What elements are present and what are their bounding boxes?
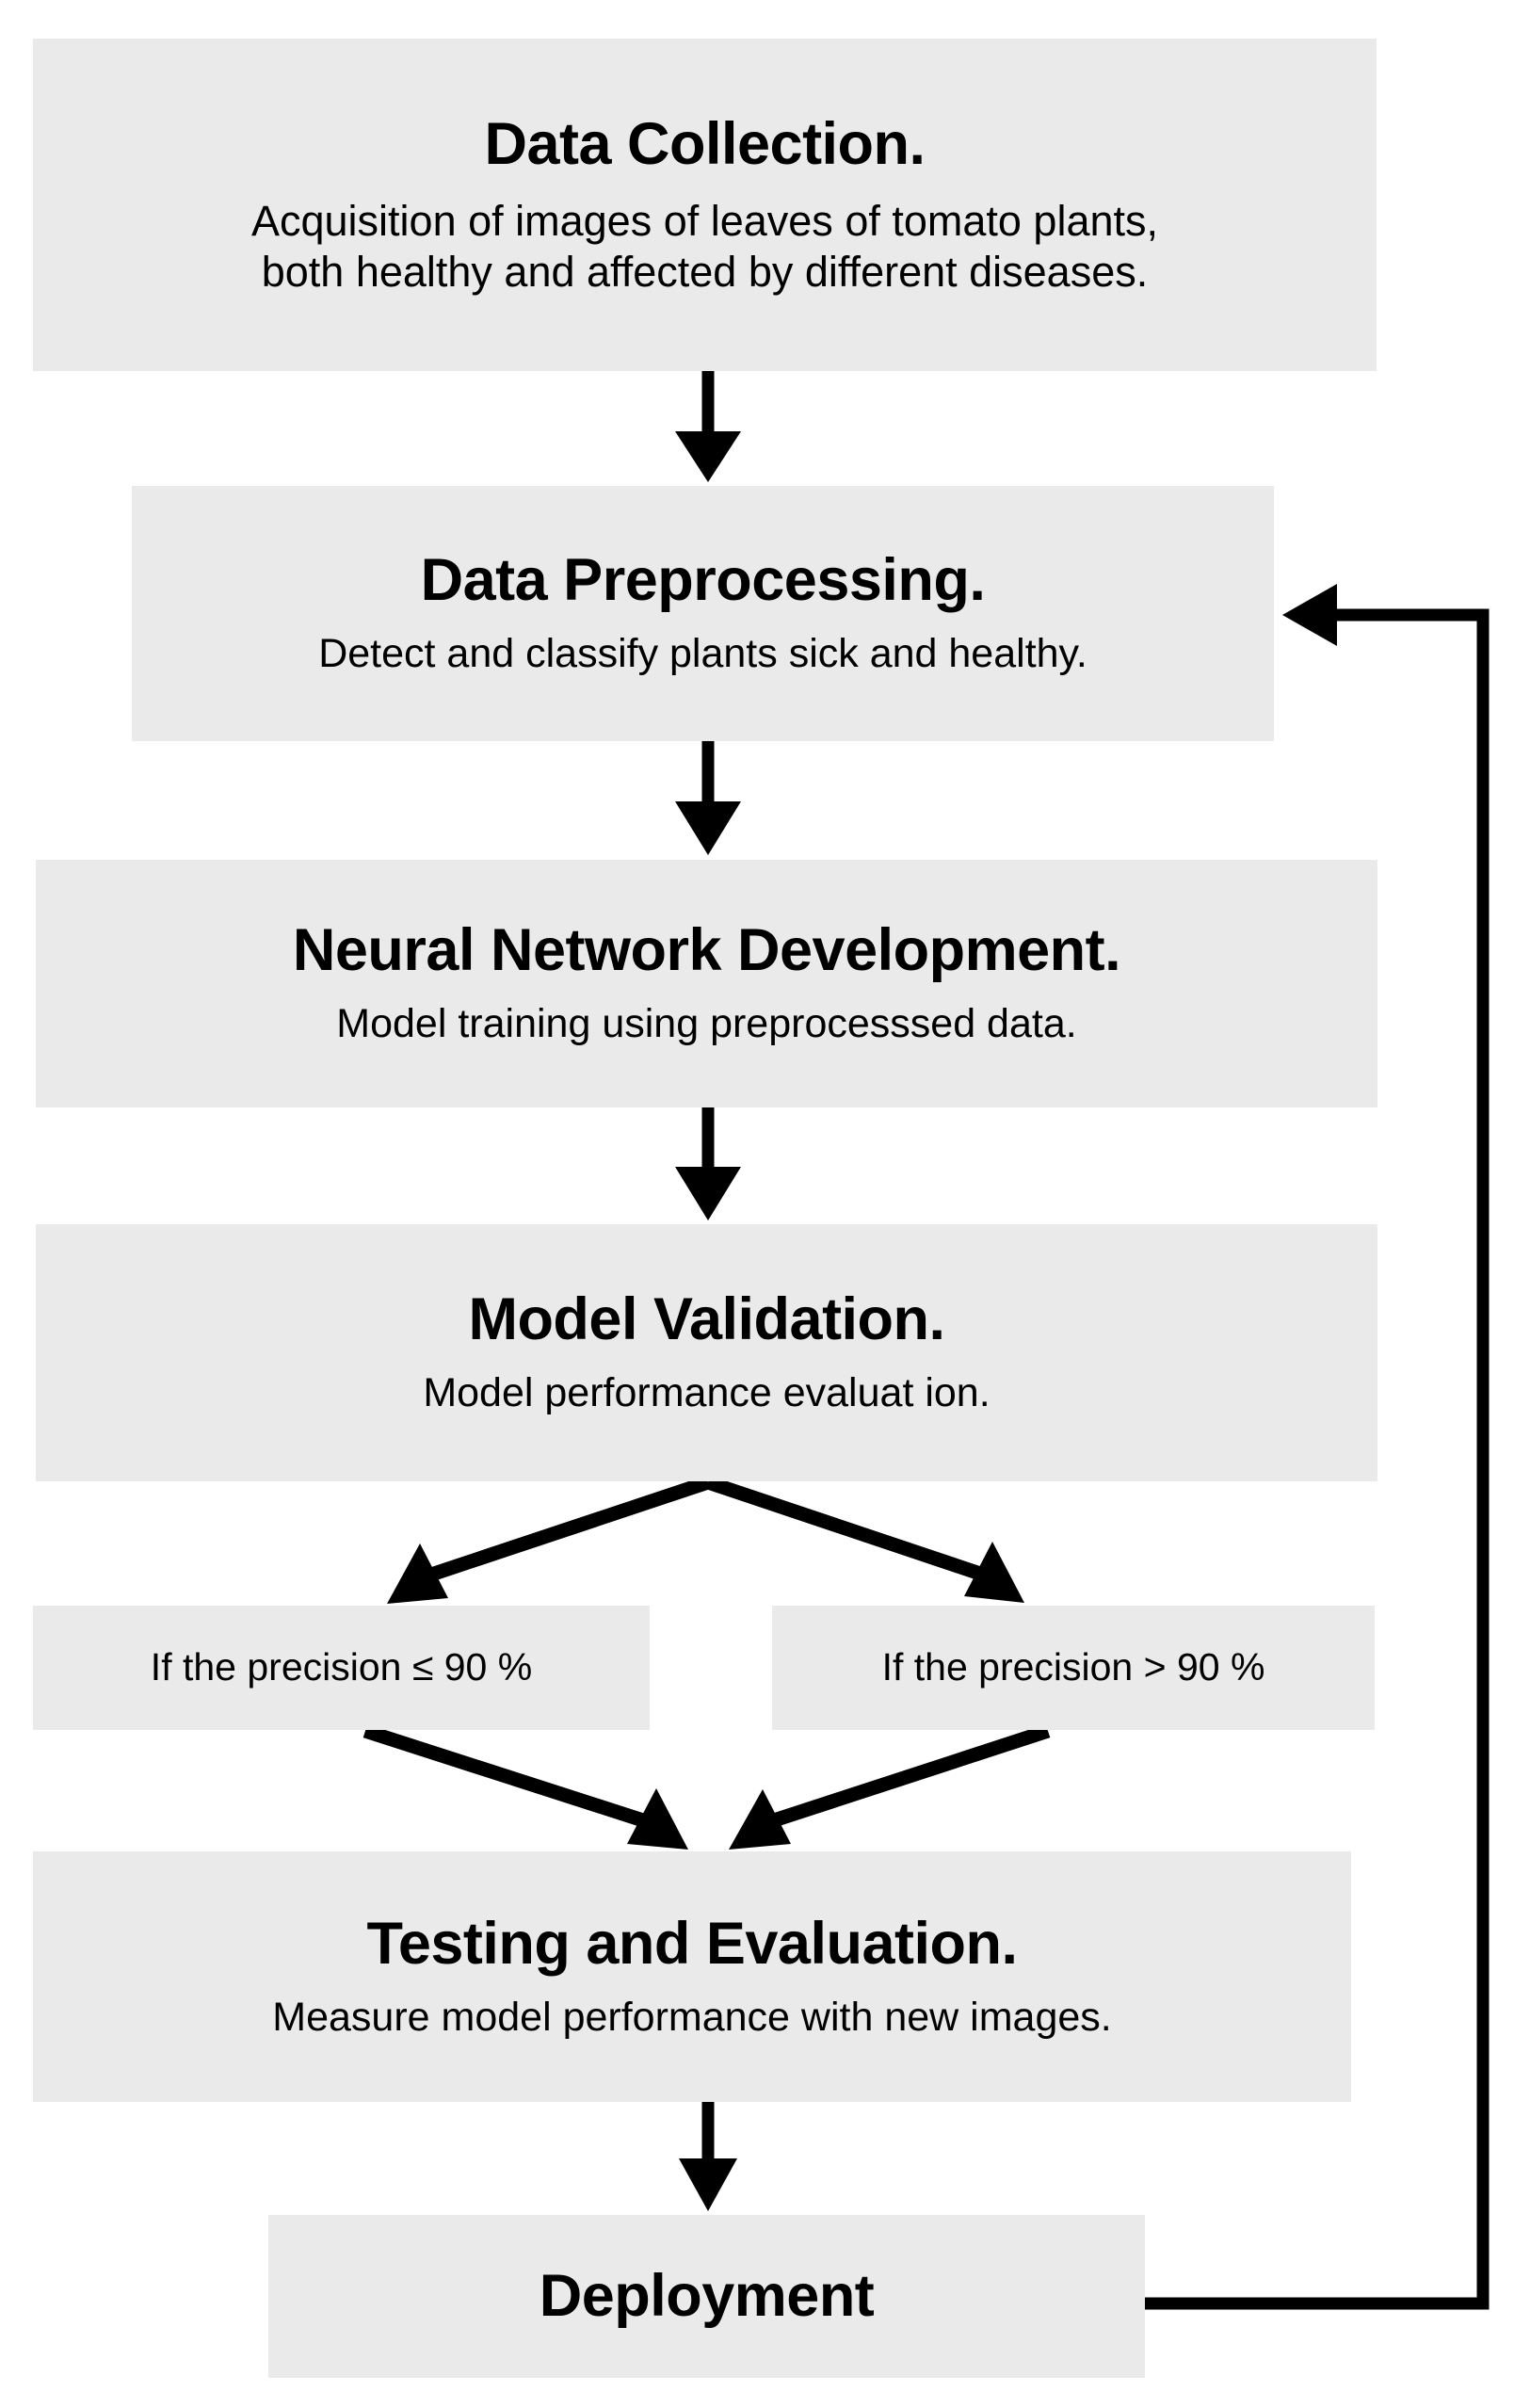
node-condition-precision-high[interactable]: If the precision > 90 %: [772, 1606, 1375, 1730]
node-model-validation[interactable]: Model Validation. Model performance eval…: [36, 1224, 1377, 1481]
edge-nn-development-to-model-validation: [675, 1107, 741, 1220]
node-condition-precision-high-label: If the precision > 90 %: [881, 1645, 1265, 1689]
node-testing-and-evaluation-subtitle: Measure model performance with new image…: [272, 1994, 1112, 2040]
edge-testing-to-deployment: [679, 2102, 737, 2211]
node-condition-precision-low-label: If the precision ≤ 90 %: [150, 1645, 533, 1689]
node-neural-network-development-title: Neural Network Development.: [292, 917, 1121, 984]
node-deployment[interactable]: Deployment: [268, 2215, 1145, 2378]
node-data-preprocessing-subtitle: Detect and classify plants sick and heal…: [318, 631, 1087, 677]
node-data-collection-title: Data Collection.: [484, 111, 926, 178]
node-data-preprocessing-title: Data Preprocessing.: [420, 547, 986, 614]
node-testing-and-evaluation-title: Testing and Evaluation.: [366, 1910, 1018, 1977]
node-data-preprocessing[interactable]: Data Preprocessing. Detect and classify …: [132, 486, 1274, 741]
node-neural-network-development[interactable]: Neural Network Development. Model traini…: [36, 860, 1377, 1107]
edge-model-validation-to-condition-low: [387, 1475, 711, 1604]
node-data-collection[interactable]: Data Collection. Acquisition of images o…: [33, 39, 1377, 371]
edge-condition-low-to-testing: [362, 1723, 688, 1850]
edge-data-collection-to-preprocessing: [675, 371, 741, 482]
edge-condition-high-to-testing: [729, 1723, 1051, 1850]
node-condition-precision-low[interactable]: If the precision ≤ 90 %: [33, 1606, 650, 1730]
node-model-validation-title: Model Validation.: [468, 1286, 945, 1353]
node-deployment-title: Deployment: [539, 2263, 875, 2330]
node-data-collection-subtitle-line1: Acquisition of images of leaves of tomat…: [250, 197, 1159, 246]
node-testing-and-evaluation[interactable]: Testing and Evaluation. Measure model pe…: [33, 1851, 1351, 2102]
node-data-collection-subtitle-line2: both healthy and affected by different d…: [261, 247, 1149, 296]
node-model-validation-subtitle: Model performance evaluat ion.: [423, 1370, 991, 1416]
edge-model-validation-to-condition-high: [705, 1475, 1024, 1603]
edge-preprocessing-to-nn-development: [675, 741, 741, 855]
node-neural-network-development-subtitle: Model training using preprocesssed data.: [336, 1001, 1077, 1047]
